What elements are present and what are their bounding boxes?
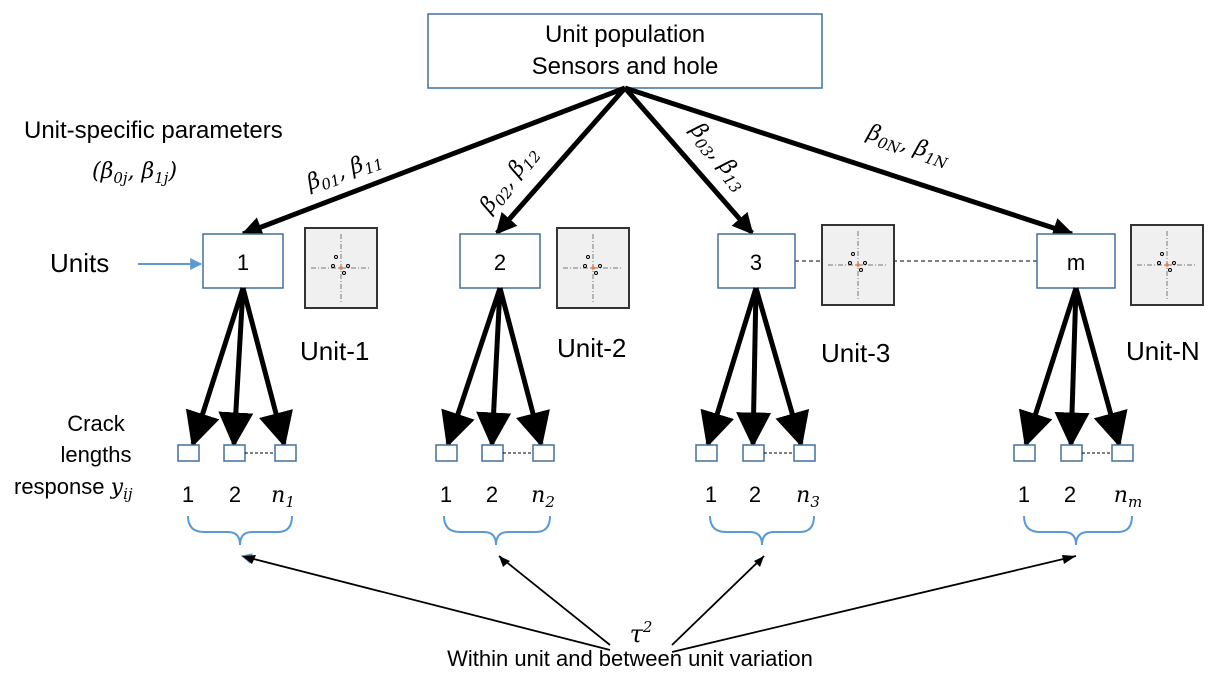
unit-name: Unit-1 [300,336,369,366]
param-heading-line1: Unit-specific parameters [24,117,283,144]
response-label-line3: response yij [14,474,133,503]
leaf-box-n [793,444,816,462]
leaf-box-1 [177,444,200,462]
leaf-box-2 [1060,444,1083,462]
unit-box-label: 1 [237,250,249,275]
unit-thumbnail [556,227,630,309]
leaf-label-2: 2 [749,482,761,507]
group-brace [1023,515,1133,546]
unit-name: Unit-3 [821,338,890,368]
tau-arrow-unitN [671,555,1077,653]
root-box [427,13,823,89]
leaf-box-n [532,444,555,462]
unit-box-label: m [1067,250,1085,275]
root-line2: Sensors and hole [532,53,719,80]
leaf-box-n [274,444,297,462]
leaf-label-n: nm [1114,483,1142,511]
leaf-label-n: n1 [271,483,295,511]
edge-label-unit3: β03, β13 [682,118,752,197]
leaf-label-1: 1 [440,482,452,507]
leaf-box-n [1111,444,1134,462]
tau-arrow-unit2 [498,555,611,646]
leaf-box-2 [742,444,765,462]
unit-box [1036,233,1116,289]
edge-label-unit2: β02, β12 [474,141,544,220]
root-to-unitN-arrow [624,85,1074,239]
leaf-label-2: 2 [486,482,498,507]
leaf-label-2: 2 [1064,482,1076,507]
leaf-label-2: 2 [229,482,241,507]
leaf-label-1: 1 [1018,482,1030,507]
root-to-unit3-arrow [623,86,754,235]
tau-arrow-unit3 [671,555,765,646]
leaf-box-1 [435,444,458,462]
edge-label-unit1: β01, β11 [303,146,386,199]
unit-name: Unit-2 [557,333,626,363]
unit-box [459,233,541,289]
edge-label-unitN: β0N, β1N [862,120,953,173]
response-label-line1: Crack [67,411,125,436]
group-brace [709,515,815,546]
unit-box-label: 3 [750,250,762,275]
unit-thumbnail [1130,224,1204,306]
unit-box-label: 2 [494,250,506,275]
unit-box [717,233,796,289]
leaf-box-2 [223,444,246,462]
leaf-label-n: n2 [531,483,555,511]
root-line1: Unit population [545,21,705,48]
unit-group-1: 1 Unit-1 1 2 n1 [177,227,378,546]
unit-group-2: 2 Unit-2 1 2 n2 [435,227,630,546]
leaf-label-1: 1 [705,482,717,507]
group-brace [443,515,551,546]
root-to-unit2-arrow [495,86,627,235]
unit-group-3: 3 Unit-3 1 2 n3 [695,224,895,546]
group-brace [187,515,293,546]
response-label-line2: lengths [61,442,132,467]
units-label: Units [50,248,109,278]
leaf-label-n: n3 [796,483,820,511]
tau-arrow-unit1 [240,553,611,651]
unit-thumbnail [304,227,378,309]
unit-group-N: m Unit-N 1 2 nm [1013,224,1204,546]
unit-thumbnail [821,224,895,306]
param-heading-line2: (β0j, β1j) [92,159,177,187]
variance-caption: Within unit and between unit variation [447,646,813,671]
leaf-label-1: 1 [182,482,194,507]
leaf-box-2 [481,444,504,462]
variance-symbol: τ2 [630,618,653,648]
root-to-unit1-arrow [241,85,626,238]
leaf-box-1 [1013,444,1036,462]
leaf-box-1 [695,444,718,462]
unit-name: Unit-N [1126,336,1200,366]
